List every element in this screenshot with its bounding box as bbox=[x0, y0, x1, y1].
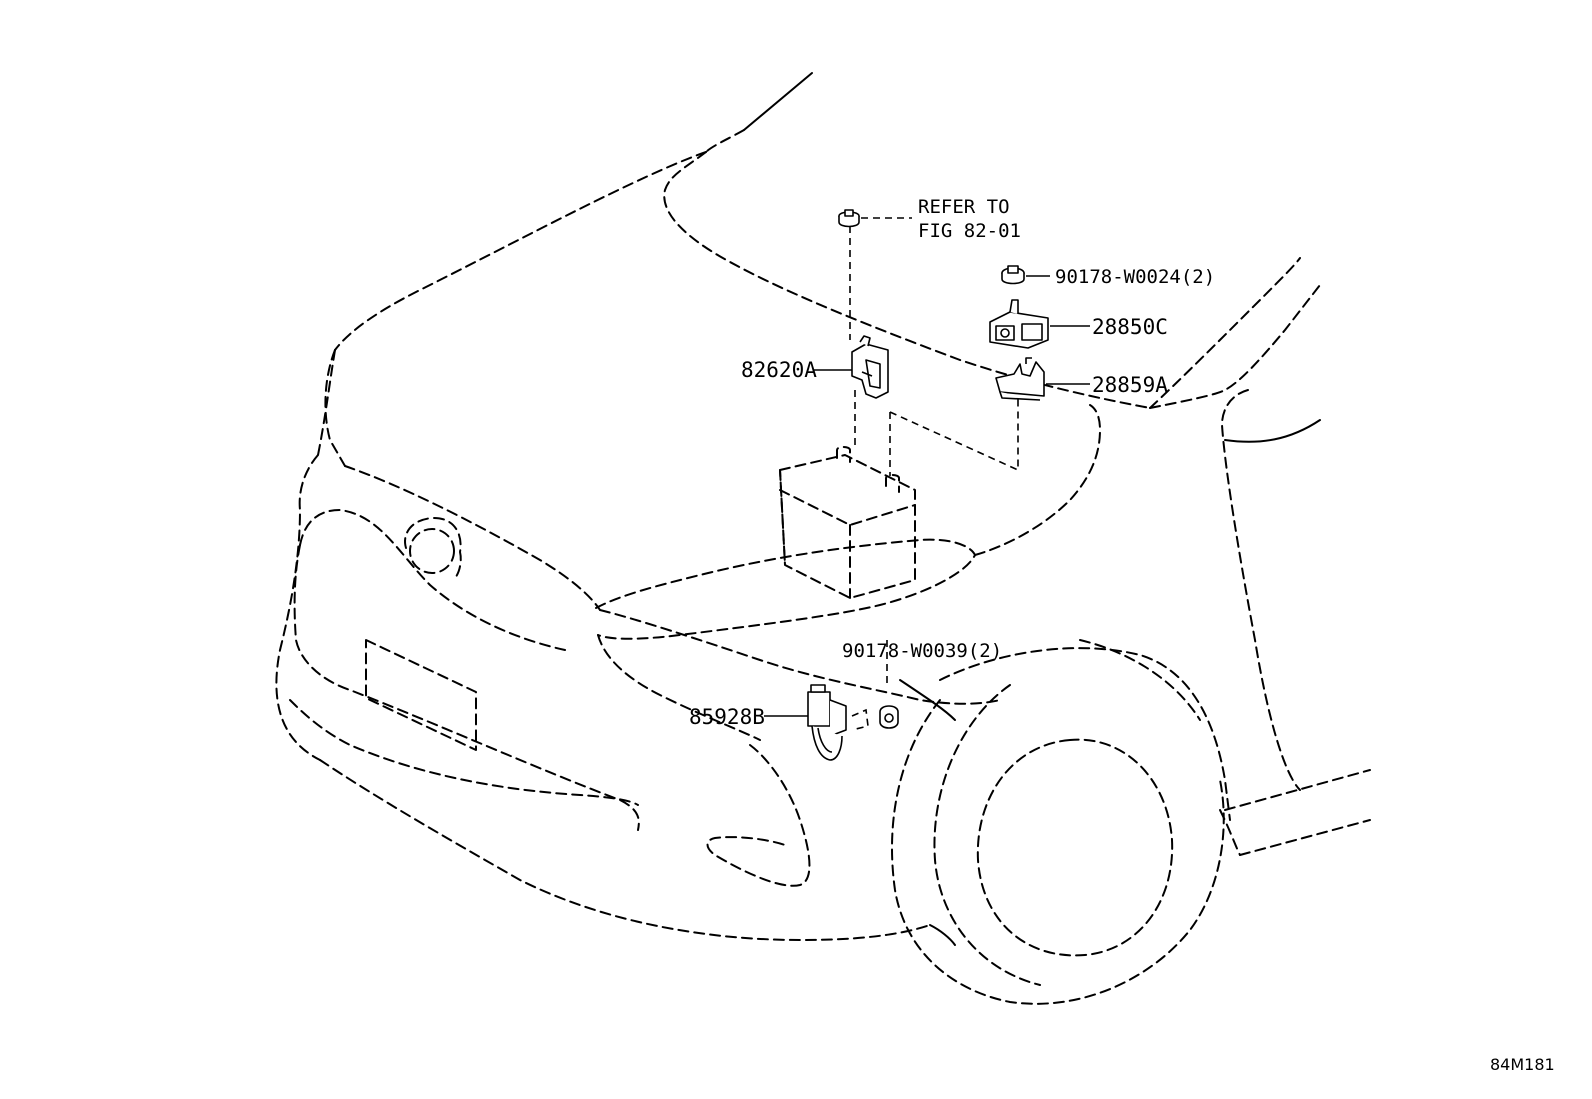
part-82620a-shape bbox=[851, 335, 889, 399]
part-28850c-label: 28850C bbox=[1092, 315, 1168, 339]
figure-code: 84M181 bbox=[1490, 1055, 1555, 1074]
part-82620a-label: 82620A bbox=[741, 358, 817, 382]
nut-top-label: 90178-W0024(2) bbox=[1055, 266, 1215, 288]
nut-bottom-label: 90178-W0039(2) bbox=[842, 640, 1002, 662]
nut-top-part bbox=[1001, 265, 1025, 285]
nut-bottom-part bbox=[879, 705, 899, 729]
refer-label-line1: REFER TO bbox=[918, 196, 1010, 218]
part-28859a-label: 28859A bbox=[1092, 373, 1168, 397]
part-28859a-shape bbox=[995, 357, 1045, 401]
nut-bottom-dash bbox=[851, 708, 869, 731]
clip-refer-part bbox=[838, 209, 860, 228]
battery bbox=[779, 446, 916, 599]
assembly-lines bbox=[849, 226, 1019, 684]
vehicle-outline bbox=[275, 72, 1371, 1005]
part-28850c-shape bbox=[989, 299, 1049, 349]
part-85928b-label: 85928B bbox=[689, 705, 765, 729]
part-85928b-shape bbox=[807, 684, 847, 761]
refer-label-line2: FIG 82-01 bbox=[918, 220, 1021, 242]
